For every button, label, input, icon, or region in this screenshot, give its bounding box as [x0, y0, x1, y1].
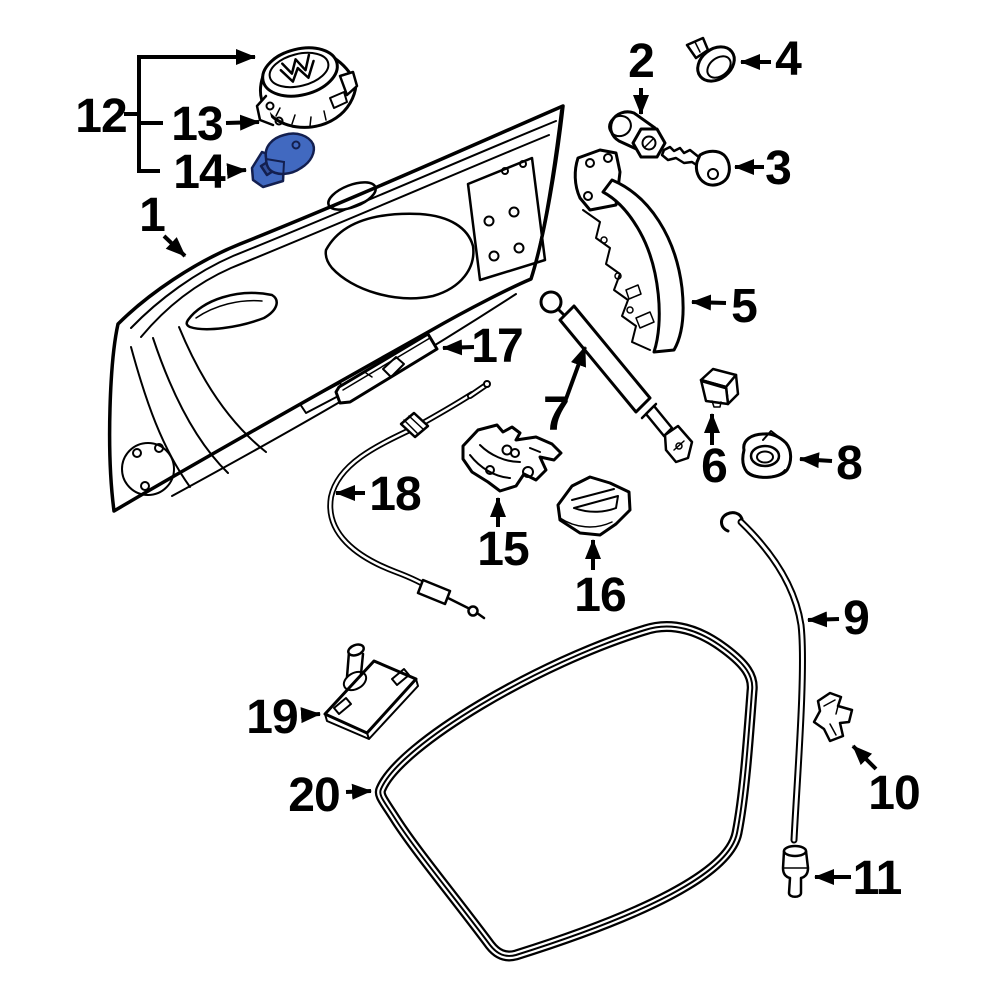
part-trunk-lid-panel — [107, 104, 565, 513]
callout-17-arrow — [442, 339, 475, 356]
hinge-mount-bracket — [466, 156, 547, 282]
part-lock-latch — [461, 423, 563, 493]
callout-1-arrow — [162, 234, 187, 258]
part-release-switch-highlighted — [250, 132, 316, 189]
callout-15-label: 15 — [477, 523, 529, 576]
callout-4-label: 4 — [775, 33, 802, 86]
callout-11-label: 11 — [853, 852, 902, 905]
part-gas-lift-support — [539, 290, 694, 464]
lamp-dish — [121, 442, 175, 496]
part-weatherstrip-seal — [374, 621, 758, 962]
callout-9-label: 9 — [843, 592, 869, 645]
part-buffer-stop — [699, 367, 740, 408]
part-release-cable — [327, 380, 491, 620]
callout-19-arrow — [300, 707, 321, 724]
part-latch-wedge — [556, 475, 632, 537]
part-support-rod — [720, 511, 806, 844]
part-rod-end-cap — [781, 844, 810, 898]
callout-5-arrow — [691, 294, 727, 311]
part-grommet — [741, 430, 793, 479]
part-key — [660, 145, 731, 187]
callout-arrows — [162, 54, 878, 885]
callout-1-label: 1 — [139, 189, 165, 242]
vw-emblem-icon — [279, 53, 315, 83]
callout-6-label: 6 — [701, 440, 727, 493]
callout-20-label: 20 — [288, 769, 339, 822]
callout-labels: 1 2 3 4 5 6 7 8 9 10 11 12 13 14 15 16 1… — [75, 33, 920, 905]
callout-13-arrow — [225, 114, 260, 131]
callout-10-label: 10 — [868, 767, 919, 820]
part-trim-strip — [334, 332, 439, 405]
callout-14-arrow — [226, 163, 247, 180]
callout-2-label: 2 — [628, 35, 654, 88]
callout-16-label: 16 — [574, 569, 625, 622]
callout-13-label: 13 — [171, 98, 222, 151]
callout-18-label: 18 — [369, 468, 421, 521]
emblem-hole — [327, 181, 377, 211]
inner-panel-cutout — [324, 212, 475, 300]
callout-9-arrow — [807, 611, 840, 628]
part-hinge-arm — [573, 148, 685, 354]
part-striker-plate — [323, 643, 419, 740]
callout-3-label: 3 — [765, 142, 791, 195]
callout-14-label: 14 — [173, 146, 226, 199]
callout-12-bracket — [124, 49, 256, 173]
part-emblem-base — [255, 46, 359, 129]
callout-10-arrow — [851, 744, 878, 771]
part-lock-cylinder — [608, 110, 667, 159]
callout-12-label: 12 — [75, 90, 126, 143]
callout-5-label: 5 — [731, 280, 757, 333]
lid-right-crease — [532, 109, 562, 275]
callout-19-label: 19 — [246, 691, 297, 744]
callout-7-arrow — [564, 346, 587, 400]
part-rod-clip — [812, 691, 854, 743]
callout-8-label: 8 — [836, 437, 862, 490]
callout-20-arrow — [345, 783, 372, 800]
handle-recess — [185, 291, 278, 331]
part-push-clip — [685, 36, 736, 83]
callout-8-arrow — [799, 452, 833, 469]
callout-17-label: 17 — [471, 320, 522, 373]
callout-7-label: 7 — [543, 388, 569, 441]
